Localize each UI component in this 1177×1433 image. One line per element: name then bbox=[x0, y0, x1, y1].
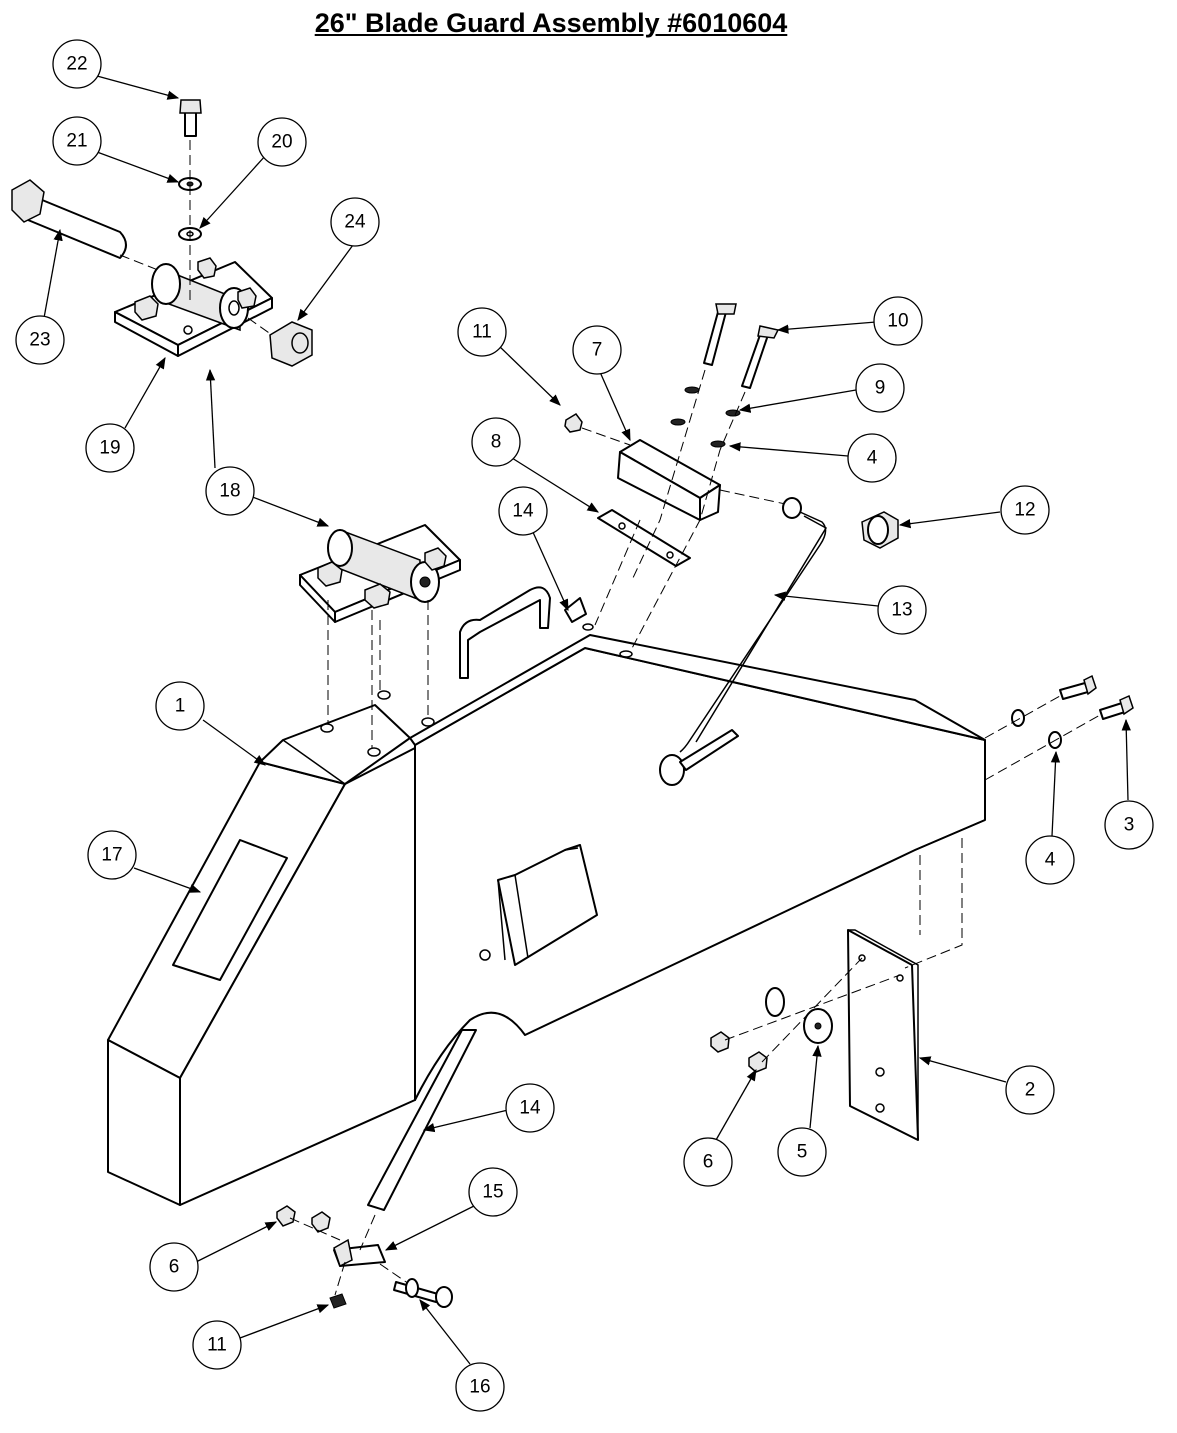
svg-text:11: 11 bbox=[472, 322, 492, 343]
callout-7: 7 bbox=[572, 325, 622, 375]
clamp-15 bbox=[333, 1238, 386, 1268]
svg-text:2: 2 bbox=[1025, 1080, 1036, 1101]
nut-11-lower bbox=[329, 1293, 347, 1309]
svg-text:8: 8 bbox=[491, 432, 502, 453]
callout-22: 22 bbox=[52, 39, 102, 89]
svg-text:19: 19 bbox=[99, 438, 120, 459]
nut-6 bbox=[710, 1031, 768, 1073]
washer-9 bbox=[670, 386, 741, 448]
nut-6-lower bbox=[276, 1205, 296, 1227]
svg-text:16: 16 bbox=[469, 1377, 490, 1398]
hinge-exploded bbox=[114, 257, 273, 357]
callout-18: 18 bbox=[205, 466, 255, 516]
svg-text:18: 18 bbox=[219, 481, 240, 502]
bracket-block-7 bbox=[617, 439, 721, 521]
nut-11 bbox=[564, 413, 583, 433]
callout-8: 8 bbox=[471, 417, 521, 467]
hinge-assembly-18 bbox=[299, 524, 461, 623]
svg-text:7: 7 bbox=[592, 340, 603, 361]
callout-3: 3 bbox=[1104, 800, 1154, 850]
callout-1: 1 bbox=[155, 681, 205, 731]
washer-5 bbox=[765, 987, 833, 1044]
bracket-plate-8 bbox=[597, 509, 691, 567]
callout-19: 19 bbox=[85, 423, 135, 473]
page-title: 26" Blade Guard Assembly #6010604 bbox=[314, 8, 788, 38]
svg-text:11: 11 bbox=[207, 1335, 227, 1356]
svg-text:4: 4 bbox=[867, 448, 878, 469]
nut-24 bbox=[269, 321, 313, 367]
callout-2: 2 bbox=[1005, 1065, 1055, 1115]
bolt-10 bbox=[703, 303, 780, 389]
svg-text:24: 24 bbox=[344, 212, 366, 233]
svg-text:10: 10 bbox=[887, 311, 908, 332]
svg-text:6: 6 bbox=[169, 1257, 180, 1278]
callout-17: 17 bbox=[87, 830, 137, 880]
callout-15: 15 bbox=[468, 1167, 518, 1217]
svg-text:23: 23 bbox=[29, 330, 50, 351]
handle-14-lower bbox=[367, 1029, 477, 1211]
bolt-22 bbox=[179, 99, 202, 137]
callout-6-right: 6 bbox=[683, 1137, 733, 1187]
bolt-23 bbox=[11, 179, 127, 259]
svg-text:3: 3 bbox=[1124, 815, 1135, 836]
svg-text:14: 14 bbox=[512, 501, 534, 522]
svg-text:4: 4 bbox=[1045, 850, 1056, 871]
callout-6-lower: 6 bbox=[149, 1242, 199, 1292]
svg-text:1: 1 bbox=[175, 696, 186, 717]
callout-14-top: 14 bbox=[498, 486, 548, 536]
callout-24: 24 bbox=[330, 197, 380, 247]
callout-21: 21 bbox=[52, 116, 102, 166]
callout-9: 9 bbox=[855, 363, 905, 413]
leader-lines bbox=[43, 75, 1131, 1365]
svg-text:6: 6 bbox=[703, 1152, 714, 1173]
svg-text:21: 21 bbox=[66, 131, 87, 152]
svg-text:15: 15 bbox=[482, 1182, 503, 1203]
svg-text:14: 14 bbox=[519, 1098, 541, 1119]
svg-text:13: 13 bbox=[891, 600, 912, 621]
decal-label bbox=[172, 839, 288, 981]
callout-4-top: 4 bbox=[847, 433, 897, 483]
callout-11-top: 11 bbox=[457, 307, 507, 357]
callout-11-lower: 11 bbox=[192, 1320, 242, 1370]
svg-text:5: 5 bbox=[797, 1142, 808, 1163]
callout-13: 13 bbox=[877, 585, 927, 635]
svg-text:9: 9 bbox=[875, 378, 886, 399]
lanyard-cable-13 bbox=[659, 497, 828, 786]
callout-16: 16 bbox=[455, 1362, 505, 1412]
callout-14-lower: 14 bbox=[505, 1083, 555, 1133]
knob-12 bbox=[861, 511, 899, 549]
bolt-16 bbox=[393, 1278, 453, 1308]
callout-4-right: 4 bbox=[1025, 835, 1075, 885]
blade-guard-body bbox=[107, 586, 986, 1206]
callout-20: 20 bbox=[257, 117, 307, 167]
svg-text:20: 20 bbox=[271, 132, 292, 153]
callout-12: 12 bbox=[1000, 485, 1050, 535]
callout-23: 23 bbox=[15, 315, 65, 365]
callout-10: 10 bbox=[873, 296, 923, 346]
mounting-plate bbox=[847, 929, 919, 1141]
svg-text:17: 17 bbox=[101, 845, 122, 866]
svg-text:22: 22 bbox=[66, 54, 87, 75]
svg-text:12: 12 bbox=[1014, 500, 1035, 521]
bolt-3 bbox=[1059, 674, 1134, 720]
callout-5: 5 bbox=[777, 1127, 827, 1177]
